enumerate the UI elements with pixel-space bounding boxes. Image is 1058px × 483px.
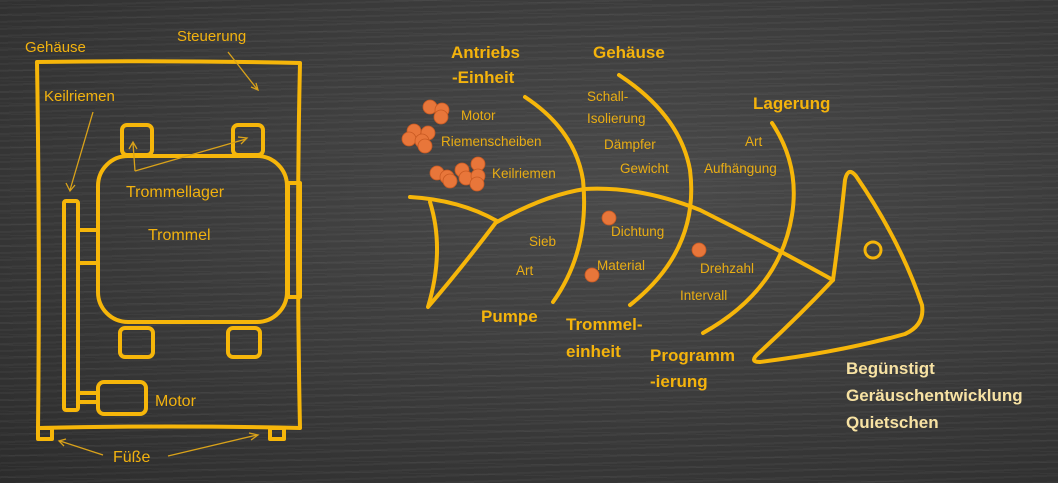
cause-pulleys: Riemenscheiben (441, 134, 542, 149)
cause-sieve: Sieb (529, 234, 556, 249)
effect-line2: Geräuschentwicklung (846, 386, 1023, 405)
bearing-box-top-right (231, 123, 265, 157)
label-control: Steuerung (177, 28, 246, 45)
category-pump: Pumpe (481, 307, 538, 326)
belt-bar (62, 199, 80, 412)
label-housing: Gehäuse (25, 39, 86, 56)
machine-sketch: Gehäuse Steuerung Keilriemen Trommellage… (25, 28, 302, 466)
bearing-box-bottom-right (226, 326, 262, 359)
fish-spine (495, 186, 835, 282)
cause-seal: Dichtung (611, 224, 664, 239)
housing-outline (35, 59, 302, 430)
category-drive-line1: Antriebs (451, 43, 520, 62)
cause-pump-type: Art (516, 263, 534, 278)
cause-bearing-type: Art (745, 134, 763, 149)
cause-belt: Keilriemen (492, 166, 556, 181)
priority-dots (401, 99, 707, 283)
rib-drive (523, 95, 587, 304)
cause-sound-line2: Isolierung (587, 111, 646, 126)
effect-line3: Quietschen (846, 413, 939, 432)
effect-line1: Begünstigt (846, 359, 935, 378)
label-drum-bearing: Trommellager (126, 184, 225, 201)
fish-eye (863, 240, 883, 260)
cause-speed: Drehzahl (700, 261, 754, 276)
category-program-line2: -ierung (650, 372, 708, 391)
motor-box (96, 380, 148, 416)
rib-housing (617, 73, 694, 307)
cause-damper: Dämpfer (604, 137, 656, 152)
cause-interval: Intervall (680, 288, 727, 303)
category-drive-line2: -Einheit (452, 68, 515, 87)
motor-axle (76, 391, 100, 404)
category-housing: Gehäuse (593, 43, 665, 62)
drum-axle (76, 228, 100, 265)
fish-head (752, 169, 925, 364)
bearing-box-bottom-left (118, 326, 155, 359)
rib-bearing (701, 121, 796, 335)
category-program-line1: Programm (650, 346, 735, 365)
cause-suspension: Aufhängung (704, 161, 777, 176)
foot-left (36, 426, 54, 441)
side-panel (286, 181, 302, 299)
bearing-box-top-left (120, 123, 154, 157)
fish-tail (408, 195, 499, 309)
cause-material: Material (597, 258, 645, 273)
cause-sound-line1: Schall- (587, 89, 628, 104)
label-motor: Motor (155, 393, 197, 410)
fishbone-diagram: Antriebs -Einheit Gehäuse Lagerung Pumpe… (401, 43, 1023, 432)
annotation-arrows (57, 51, 260, 457)
category-drum-line2: einheit (566, 342, 621, 361)
label-drum: Trommel (148, 227, 211, 244)
category-bearing: Lagerung (753, 94, 830, 113)
category-drum-line1: Trommel- (566, 315, 643, 334)
foot-right (268, 426, 286, 441)
label-belt: Keilriemen (44, 88, 115, 105)
label-feet: Füße (113, 449, 150, 466)
cause-motor: Motor (461, 108, 496, 123)
cause-weight: Gewicht (620, 161, 669, 176)
